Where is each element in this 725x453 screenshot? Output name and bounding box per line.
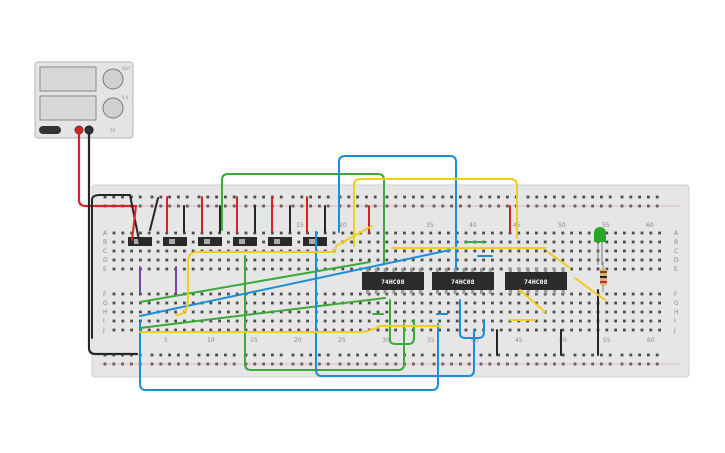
row-label: F (103, 291, 107, 298)
wire-ground-loop[interactable] (91, 194, 141, 339)
bottom-column-number: 25 (338, 337, 346, 344)
psu-label-top: OUT (122, 66, 131, 71)
wire-yellow-left[interactable] (175, 225, 373, 316)
chip-2-label: 74HC08 (451, 278, 475, 286)
wire-red-switch-1[interactable] (131, 205, 137, 241)
psu-brand-label: 5V (110, 128, 116, 133)
ic-chips[interactable]: 74HC08 74HC08 74HC08 (362, 272, 567, 290)
chip-3[interactable]: 74HC08 (505, 272, 567, 290)
bottom-column-number: 5 (164, 337, 168, 344)
top-column-number: 50 (558, 222, 566, 229)
psu-display-top (39, 66, 97, 92)
bottom-column-number: 45 (515, 337, 523, 344)
top-column-number: 60 (646, 222, 654, 229)
chip-3-label: 74HC08 (524, 278, 548, 286)
row-label: H (103, 309, 108, 316)
wire-green-diag-2[interactable] (139, 297, 386, 329)
psu-voltage-knob[interactable] (102, 68, 124, 90)
bottom-column-number: 60 (647, 337, 655, 344)
row-label: J (102, 327, 105, 334)
psu-label-sub: 0.0 (122, 95, 129, 100)
chip-2[interactable]: 74HC08 (432, 272, 494, 290)
bottom-column-number: 10 (207, 337, 215, 344)
psu-power-switch[interactable] (39, 126, 61, 134)
chip-1[interactable]: 74HC08 (362, 272, 424, 290)
row-label: I (674, 318, 676, 325)
row-label: A (103, 230, 108, 237)
wire-yellow-led[interactable] (574, 277, 606, 301)
bottom-column-number: 20 (294, 337, 302, 344)
top-column-number: 20 (339, 222, 347, 229)
wire-green-top-loop[interactable] (221, 173, 385, 265)
wire-green-diag-1[interactable] (139, 261, 371, 303)
chip-1-label: 74HC08 (381, 278, 405, 286)
wire-blue-diag-1[interactable] (139, 249, 451, 317)
psu-current-knob[interactable] (102, 97, 124, 119)
top-column-number: 40 (469, 222, 477, 229)
bottom-column-number: 55 (603, 337, 611, 344)
wires[interactable] (77, 131, 606, 391)
row-label: D (674, 257, 679, 264)
row-label: C (103, 248, 107, 255)
wire-yellow-top-loop[interactable] (353, 178, 518, 247)
top-column-number: 55 (602, 222, 610, 229)
psu-display-bottom (39, 95, 97, 121)
top-column-number: 15 (296, 222, 304, 229)
wire-blue-bottom-loop[interactable] (315, 231, 475, 377)
row-label: A (674, 230, 679, 237)
led[interactable] (594, 227, 606, 265)
resistor[interactable] (600, 262, 607, 292)
wire-green-bottom-loop[interactable] (244, 255, 405, 371)
wire-green-hook[interactable] (389, 299, 415, 345)
row-label: B (674, 239, 678, 246)
wire-psu-negative[interactable] (87, 131, 139, 356)
bottom-column-number: 15 (250, 337, 258, 344)
row-label: B (103, 239, 107, 246)
bottom-column-number: 35 (427, 337, 435, 344)
row-label: J (673, 327, 676, 334)
power-supply[interactable]: OUT 0.0 5V (34, 61, 134, 139)
wire-blue-outer-loop[interactable] (139, 321, 439, 391)
row-label: E (674, 266, 678, 273)
bottom-column-number: 50 (559, 337, 567, 344)
wire-blue-hook[interactable] (459, 299, 485, 339)
row-label: E (103, 266, 107, 273)
row-label: G (674, 300, 679, 307)
row-label: D (103, 257, 108, 264)
wire-psu-positive[interactable] (77, 131, 138, 208)
row-label: H (674, 309, 679, 316)
top-column-number: 35 (426, 222, 434, 229)
bottom-column-number: 30 (382, 337, 390, 344)
row-label: F (674, 291, 678, 298)
wire-blue-top-loop[interactable] (338, 155, 457, 269)
row-label: C (674, 248, 678, 255)
wire-black-switch-1[interactable] (149, 197, 159, 231)
wire-yellow-bottom[interactable] (139, 325, 441, 333)
row-label: G (103, 300, 108, 307)
row-label: I (103, 318, 105, 325)
